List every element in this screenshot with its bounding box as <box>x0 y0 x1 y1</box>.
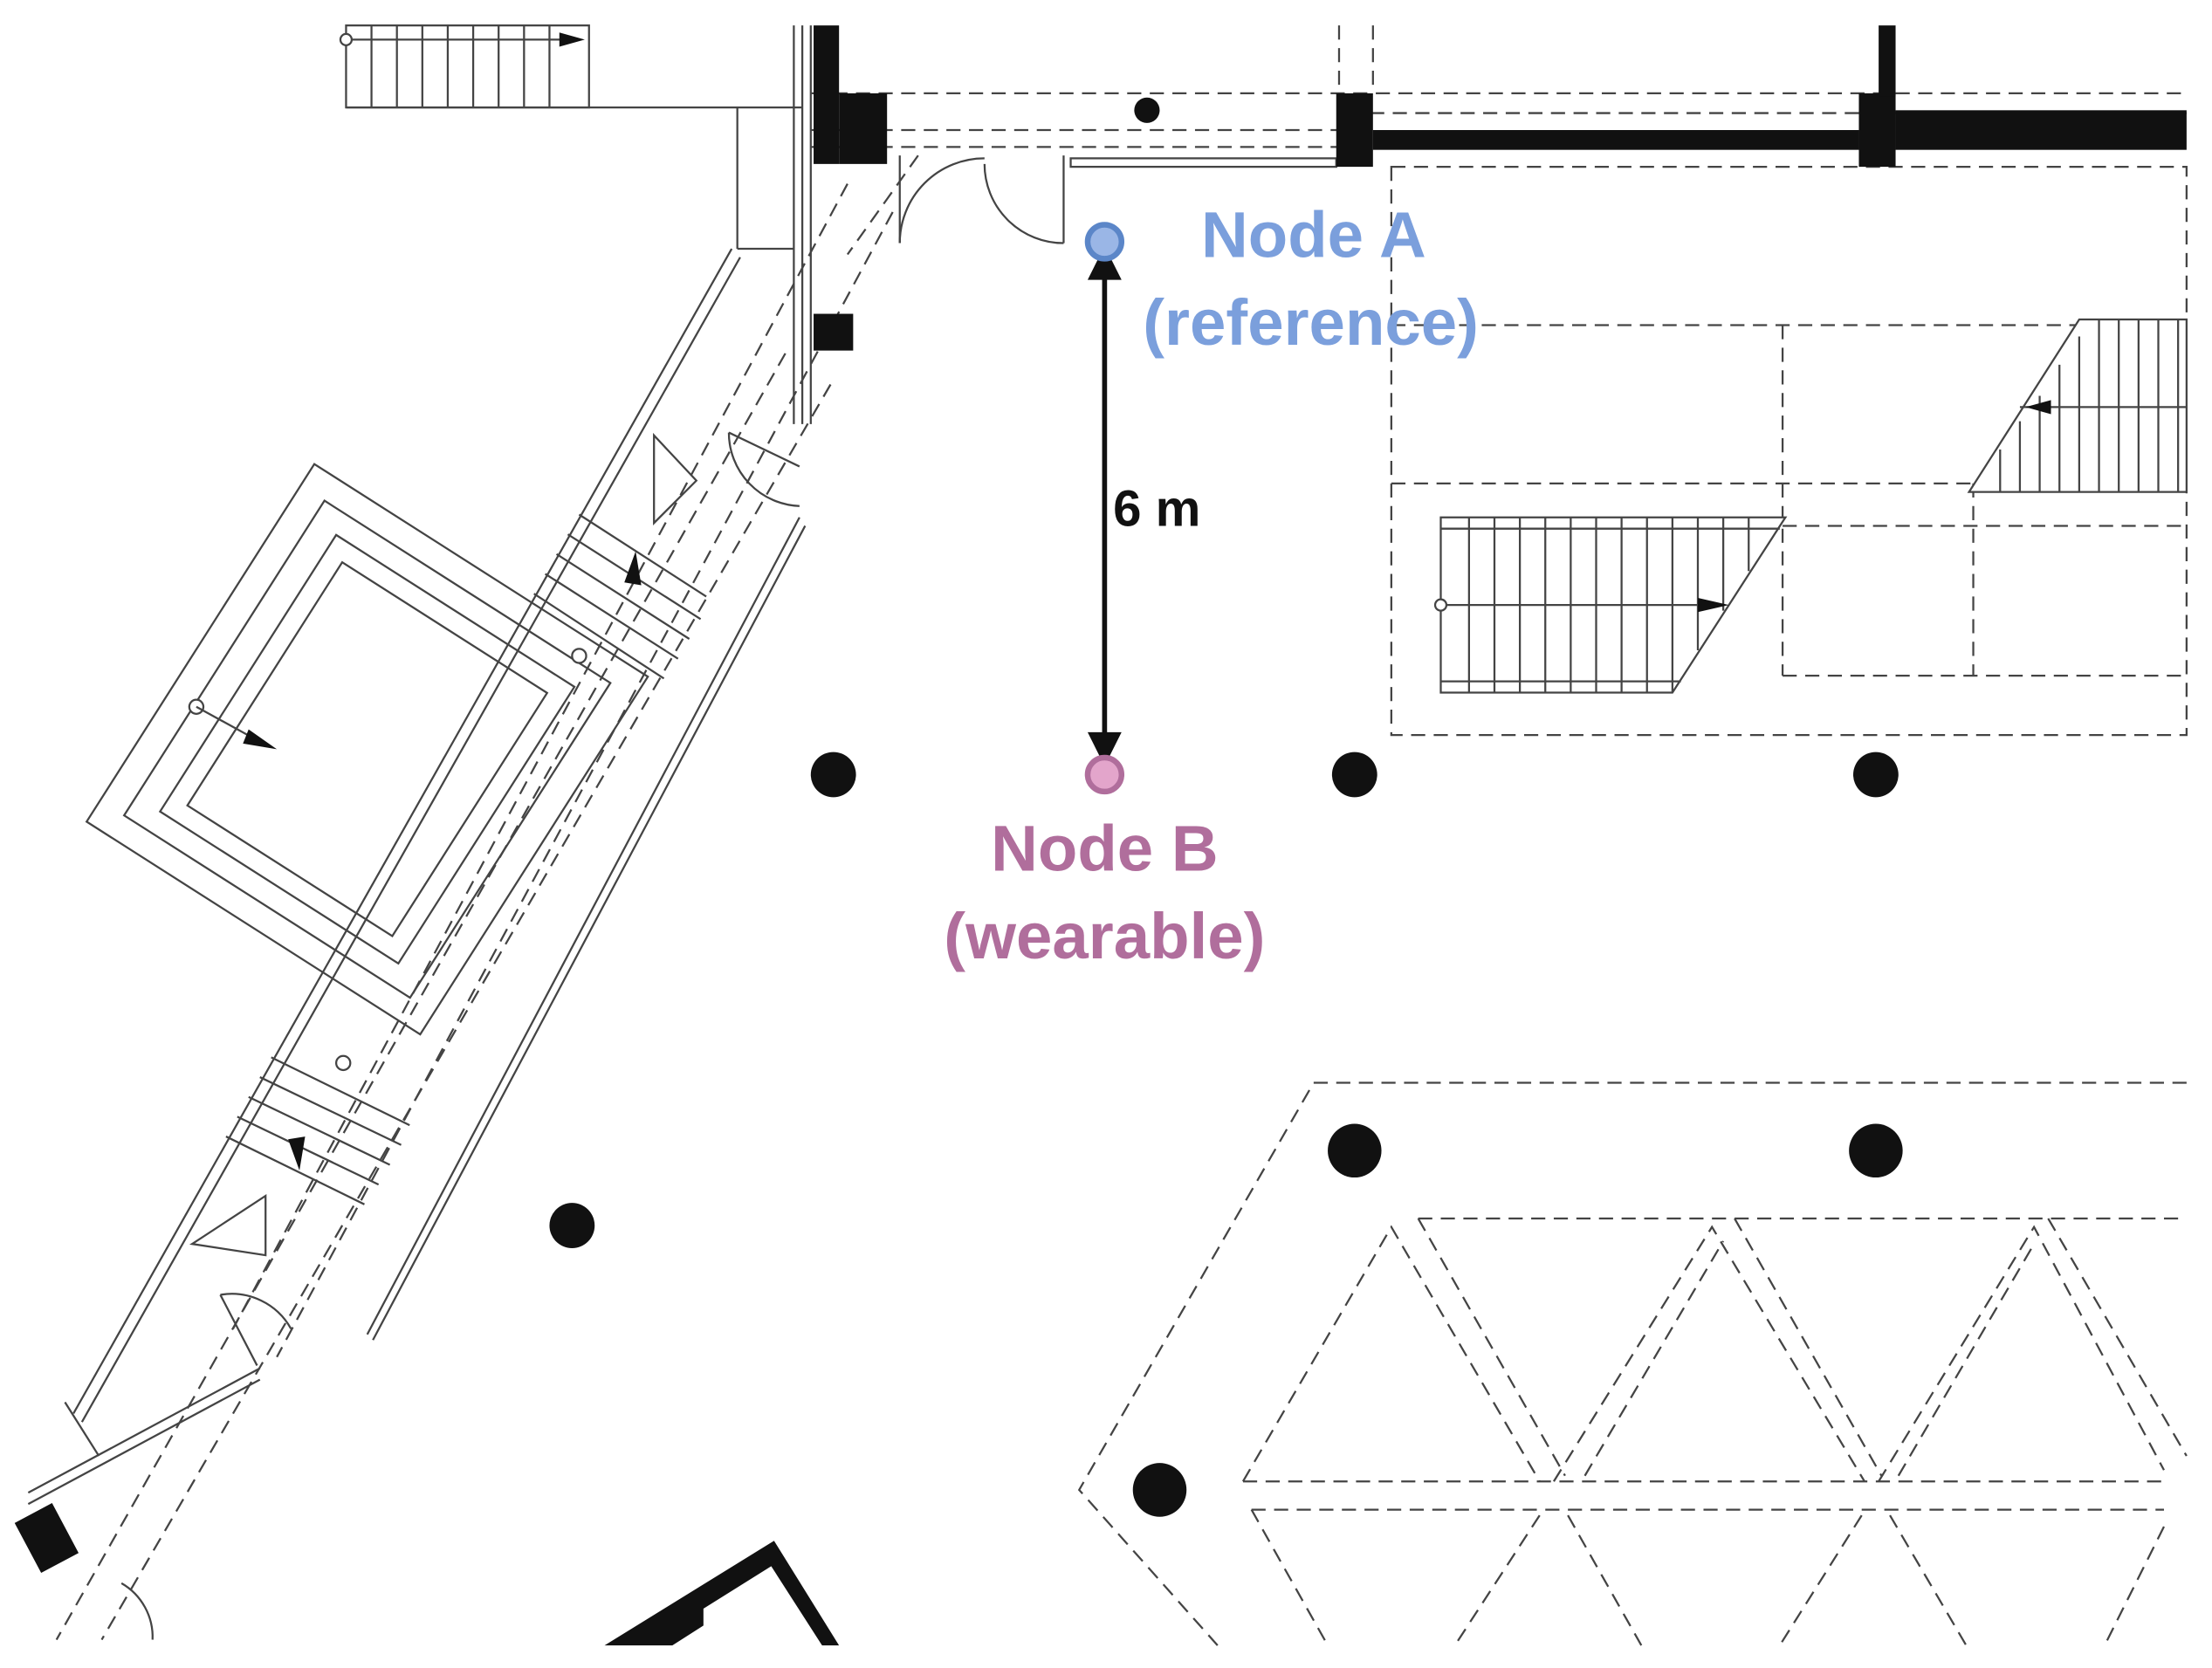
architectural-drawing <box>27 24 2188 1646</box>
middle-right-stair <box>1433 516 1788 694</box>
distance-label: 6 m <box>1113 480 1200 537</box>
courtyard-outline <box>85 463 649 1036</box>
corridor-stair-lower <box>225 1054 410 1205</box>
column <box>810 752 856 798</box>
node-a-marker <box>1084 222 1125 262</box>
node-b-title: Node B <box>991 813 1218 885</box>
upper-right-stair <box>1967 318 2188 493</box>
columns <box>549 97 1903 1517</box>
column <box>1328 1123 1382 1178</box>
column <box>1132 1463 1187 1517</box>
triangulated-canopy <box>1077 1081 2188 1646</box>
node-a-role: (reference) <box>1143 286 1479 359</box>
column <box>1852 752 1899 798</box>
column <box>1331 752 1377 798</box>
diagonal-corridor <box>27 154 919 1641</box>
node-b-role: (wearable) <box>944 900 1265 972</box>
column <box>1134 97 1160 123</box>
column <box>549 1203 595 1249</box>
structural-walls <box>14 25 2187 1646</box>
node-a-title: Node A <box>1201 199 1426 271</box>
column <box>1849 1123 1903 1178</box>
top-left-stair <box>339 24 590 109</box>
double-arrow-icon <box>1087 245 1122 766</box>
node-b-marker <box>1084 754 1125 795</box>
